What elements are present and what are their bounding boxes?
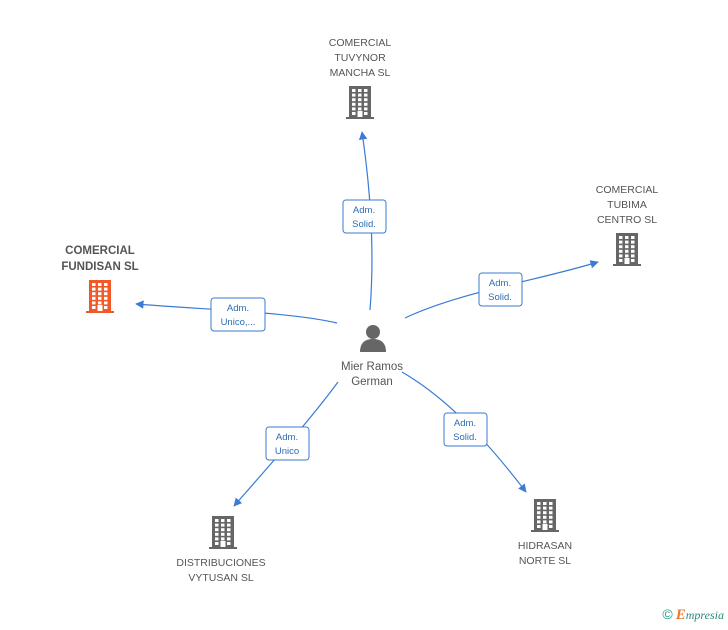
person-icon xyxy=(360,325,386,352)
copyright-brand[interactable]: ©Empresia xyxy=(662,606,724,624)
company-label-line: DISTRIBUCIONES xyxy=(176,557,265,569)
edge-vytusan[interactable]: Adm. Unico xyxy=(233,381,339,507)
edge-tuvynor[interactable]: Adm. Solid. xyxy=(342,131,387,311)
company-label-line: TUVYNOR xyxy=(334,52,386,64)
edge-hidrasan[interactable]: Adm. Solid. xyxy=(401,371,527,493)
company-label-line: NORTE SL xyxy=(519,555,571,567)
building-icon xyxy=(86,280,114,313)
company-label-line: HIDRASAN xyxy=(518,540,572,552)
company-label-line: TUBIMA xyxy=(607,199,647,211)
building-icon xyxy=(613,233,641,266)
brand-logo-initial: E xyxy=(675,607,686,623)
company-vytusan[interactable]: DISTRIBUCIONES VYTUSAN SL xyxy=(176,516,266,584)
company-label-line: VYTUSAN SL xyxy=(188,572,254,584)
edge-label-line: Solid. xyxy=(488,292,512,303)
company-label-line: COMERCIAL xyxy=(329,37,392,49)
edge-label-line: Unico xyxy=(275,446,299,457)
building-icon xyxy=(531,499,559,532)
edge-label-line: Solid. xyxy=(453,432,477,443)
edge-tubima[interactable]: Adm. Solid. xyxy=(404,260,599,319)
company-label-line: MANCHA SL xyxy=(330,67,391,79)
edge-label-line: Unico,... xyxy=(221,317,256,328)
edge-label-line: Adm. xyxy=(227,303,249,314)
person-name-line: Mier Ramos xyxy=(341,361,403,373)
company-tuvynor[interactable]: COMERCIAL TUVYNOR MANCHA SL xyxy=(329,37,392,119)
building-icon xyxy=(346,86,374,119)
edge-label-line: Adm. xyxy=(454,418,476,429)
company-fundisan[interactable]: COMERCIAL FUNDISAN SL xyxy=(61,245,139,313)
company-label-line: COMERCIAL xyxy=(596,184,659,196)
brand-logo-rest: mpresia xyxy=(685,608,724,622)
person-name-line: German xyxy=(351,376,393,388)
building-icon xyxy=(209,516,237,549)
person-node[interactable]: Mier Ramos German xyxy=(341,325,403,388)
company-label-line: FUNDISAN SL xyxy=(61,261,138,273)
edge-label-line: Adm. xyxy=(489,278,511,289)
edge-fundisan[interactable]: Adm. Unico,... xyxy=(135,297,338,332)
edge-label-line: Adm. xyxy=(353,205,375,216)
edge-label-line: Adm. xyxy=(276,432,298,443)
company-tubima[interactable]: COMERCIAL TUBIMA CENTRO SL xyxy=(596,184,659,266)
copyright-symbol: © xyxy=(662,606,673,622)
edge-label-line: Solid. xyxy=(352,219,376,230)
company-label-line: CENTRO SL xyxy=(597,214,657,226)
company-hidrasan[interactable]: HIDRASAN NORTE SL xyxy=(518,499,572,567)
company-label-line: COMERCIAL xyxy=(65,245,135,257)
